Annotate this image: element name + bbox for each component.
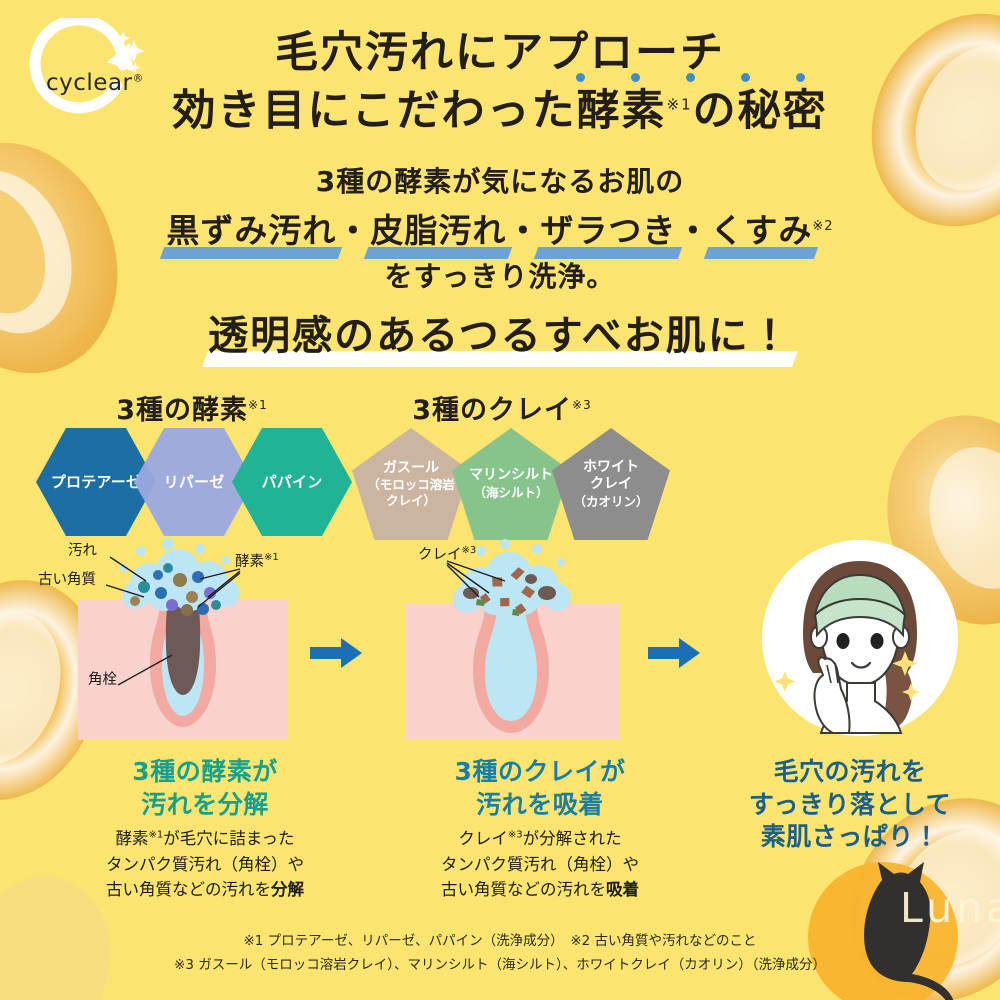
step-2-keyword: 吸着 bbox=[606, 880, 639, 900]
headline-line-1: 毛穴汚れにアプローチ bbox=[275, 28, 725, 78]
sep: ・ bbox=[336, 211, 371, 250]
headline-footnote-ref: ※1 bbox=[666, 95, 693, 114]
group-title-clays: 3種のクレイ※3 bbox=[412, 395, 592, 426]
step-2-heading-line2: 汚れを吸着 bbox=[476, 789, 604, 819]
cycle-arrow-icon bbox=[29, 14, 145, 114]
hexagon-protease-label: プロテアーゼ bbox=[50, 473, 142, 491]
dot bbox=[631, 73, 640, 82]
cat-silhouette-icon bbox=[864, 862, 954, 1000]
step-2-body-line3: 古い角質などの汚れを吸着 bbox=[441, 880, 639, 900]
step-2-heading-line1: 3種のクレイが bbox=[454, 757, 626, 786]
step-2-body-ref: ※3 bbox=[507, 829, 523, 841]
dot bbox=[686, 73, 695, 82]
skin-diagram-clay bbox=[405, 539, 620, 740]
step-3-heading-line1: 毛穴の汚れを bbox=[773, 757, 927, 786]
step-3-heading-line3: 素肌さっぱり！ bbox=[760, 822, 940, 851]
terms-footnote-ref: ※2 bbox=[812, 219, 834, 234]
brand-logo-text: cyclear® bbox=[46, 70, 144, 96]
face-illustration bbox=[762, 540, 958, 736]
pentagon-marine-silt-sub: （海シルト） bbox=[473, 484, 549, 500]
hexagon-lipase-label: リパーゼ bbox=[163, 473, 225, 491]
term-kusumi: くすみ bbox=[710, 204, 812, 252]
pentagon-ghassoul-sub: （モロッコ溶岩 bbox=[367, 477, 455, 493]
subhead-line-1: 3種の酵素が気になるお肌の bbox=[315, 165, 685, 198]
arrow-right-icon-1 bbox=[310, 638, 362, 668]
headline-line-2-b: の秘密 bbox=[692, 86, 828, 136]
headline-line-2: 効き目にこだわった酵素※1の秘密 bbox=[0, 84, 1000, 139]
step-1-body-line1: 酵素※1が毛穴に詰まった bbox=[115, 829, 295, 848]
pentagon-white-clay-label: ホワイト bbox=[582, 458, 639, 475]
registered-mark: ® bbox=[132, 71, 144, 85]
step-1-keyword: 分解 bbox=[271, 880, 304, 900]
label-old-keratin: 古い角質 bbox=[38, 572, 96, 588]
dot bbox=[576, 73, 585, 82]
subhead-terms: 黒ずみ汚れ・皮脂汚れ・ザラつき・くすみ※2 bbox=[0, 204, 1000, 252]
label-enzyme-ref: ※1 bbox=[264, 552, 279, 564]
label-plug: 角栓 bbox=[88, 672, 117, 688]
watermark-text: Luna bbox=[900, 884, 1000, 932]
step-1-body: 酵素※1が毛穴に詰まった タンパク質汚れ（角栓）や 古い角質などの汚れを分解 bbox=[50, 826, 360, 903]
step-1-body-line2: タンパク質汚れ（角栓）や bbox=[106, 854, 304, 874]
sep: ・ bbox=[676, 211, 711, 250]
brand-logo[interactable]: cyclear® bbox=[22, 14, 147, 128]
label-enzyme: 酵素※1 bbox=[235, 552, 279, 570]
skin-diagram-enzymes bbox=[78, 538, 288, 740]
group-title-enzymes: 3種の酵素※1 bbox=[116, 395, 268, 426]
headline-line-2-a: 効き目にこだわった酵素 bbox=[172, 86, 667, 136]
hexagon-papain-label: パパイン bbox=[261, 473, 323, 491]
pentagon-ghassoul-sub2: クレイ） bbox=[385, 492, 436, 508]
subhead-line-3: をすっきり洗浄。 bbox=[384, 260, 616, 293]
term-kurozumi: 黒ずみ汚れ bbox=[166, 204, 336, 252]
step-2-body-line1: クレイ※3が分解された bbox=[458, 829, 622, 848]
label-clay: クレイ※3 bbox=[418, 545, 477, 563]
arrow-right-icon-2 bbox=[648, 638, 700, 668]
step-2-body-line2: タンパク質汚れ（角栓）や bbox=[441, 854, 639, 874]
label-dirt: 汚れ bbox=[68, 543, 97, 559]
group-title-clays-ref: ※3 bbox=[572, 398, 592, 412]
term-shishi: 皮脂汚れ bbox=[370, 204, 506, 252]
step-3-heading-line2: すっきり落として bbox=[748, 789, 952, 819]
step-3-heading: 毛穴の汚れを すっきり落として 素肌さっぱり！ bbox=[715, 756, 985, 854]
dot bbox=[741, 73, 750, 82]
pentagon-marine-silt-label: マリンシルト bbox=[469, 467, 553, 484]
sep: ・ bbox=[506, 211, 541, 250]
footnotes: ※1 プロテアーゼ、リパーゼ、パパイン（洗浄成分） ※2 古い角質や汚れなどのこ… bbox=[0, 930, 1000, 977]
footnote-line-2: ※3 ガスール（モロッコ溶岩クレイ）、マリンシルト（海シルト）、ホワイトクレイ（… bbox=[174, 956, 826, 973]
term-zaratsuki: ザラつき bbox=[540, 204, 676, 252]
step-1-body-line3: 古い角質などの汚れを分解 bbox=[106, 880, 304, 900]
step-1-heading-line1: 3種の酵素が bbox=[132, 757, 278, 786]
step-2-body: クレイ※3が分解された タンパク質汚れ（角栓）や 古い角質などの汚れを吸着 bbox=[385, 826, 695, 903]
step-1-heading: 3種の酵素が 汚れを分解 bbox=[60, 756, 350, 821]
key-benefit-banner: 透明感のあるつるすべお肌に！ bbox=[0, 303, 1000, 367]
step-2-heading: 3種のクレイが 汚れを吸着 bbox=[395, 756, 685, 821]
pentagon-white-clay-sub: クレイ bbox=[589, 476, 632, 493]
banner-text: 透明感のあるつるすべお肌に！ bbox=[208, 313, 792, 359]
hexagon-papain[interactable]: パパイン bbox=[232, 428, 352, 536]
step-1-heading-line2: 汚れを分解 bbox=[141, 789, 269, 819]
footnote-line-1: ※1 プロテアーゼ、リパーゼ、パパイン（洗浄成分） ※2 古い角質や汚れなどのこ… bbox=[243, 933, 757, 949]
pentagon-white-clay-sub2: （カオリン） bbox=[573, 493, 649, 509]
decorative-dots bbox=[576, 73, 805, 82]
group-title-enzymes-ref: ※1 bbox=[248, 398, 268, 412]
step-1-body-ref: ※1 bbox=[148, 829, 164, 841]
dot bbox=[796, 73, 805, 82]
pentagon-ghassoul-label: ガスール bbox=[382, 459, 439, 476]
label-clay-ref: ※3 bbox=[461, 545, 477, 557]
hexagon-protease[interactable]: プロテアーゼ bbox=[36, 428, 156, 536]
